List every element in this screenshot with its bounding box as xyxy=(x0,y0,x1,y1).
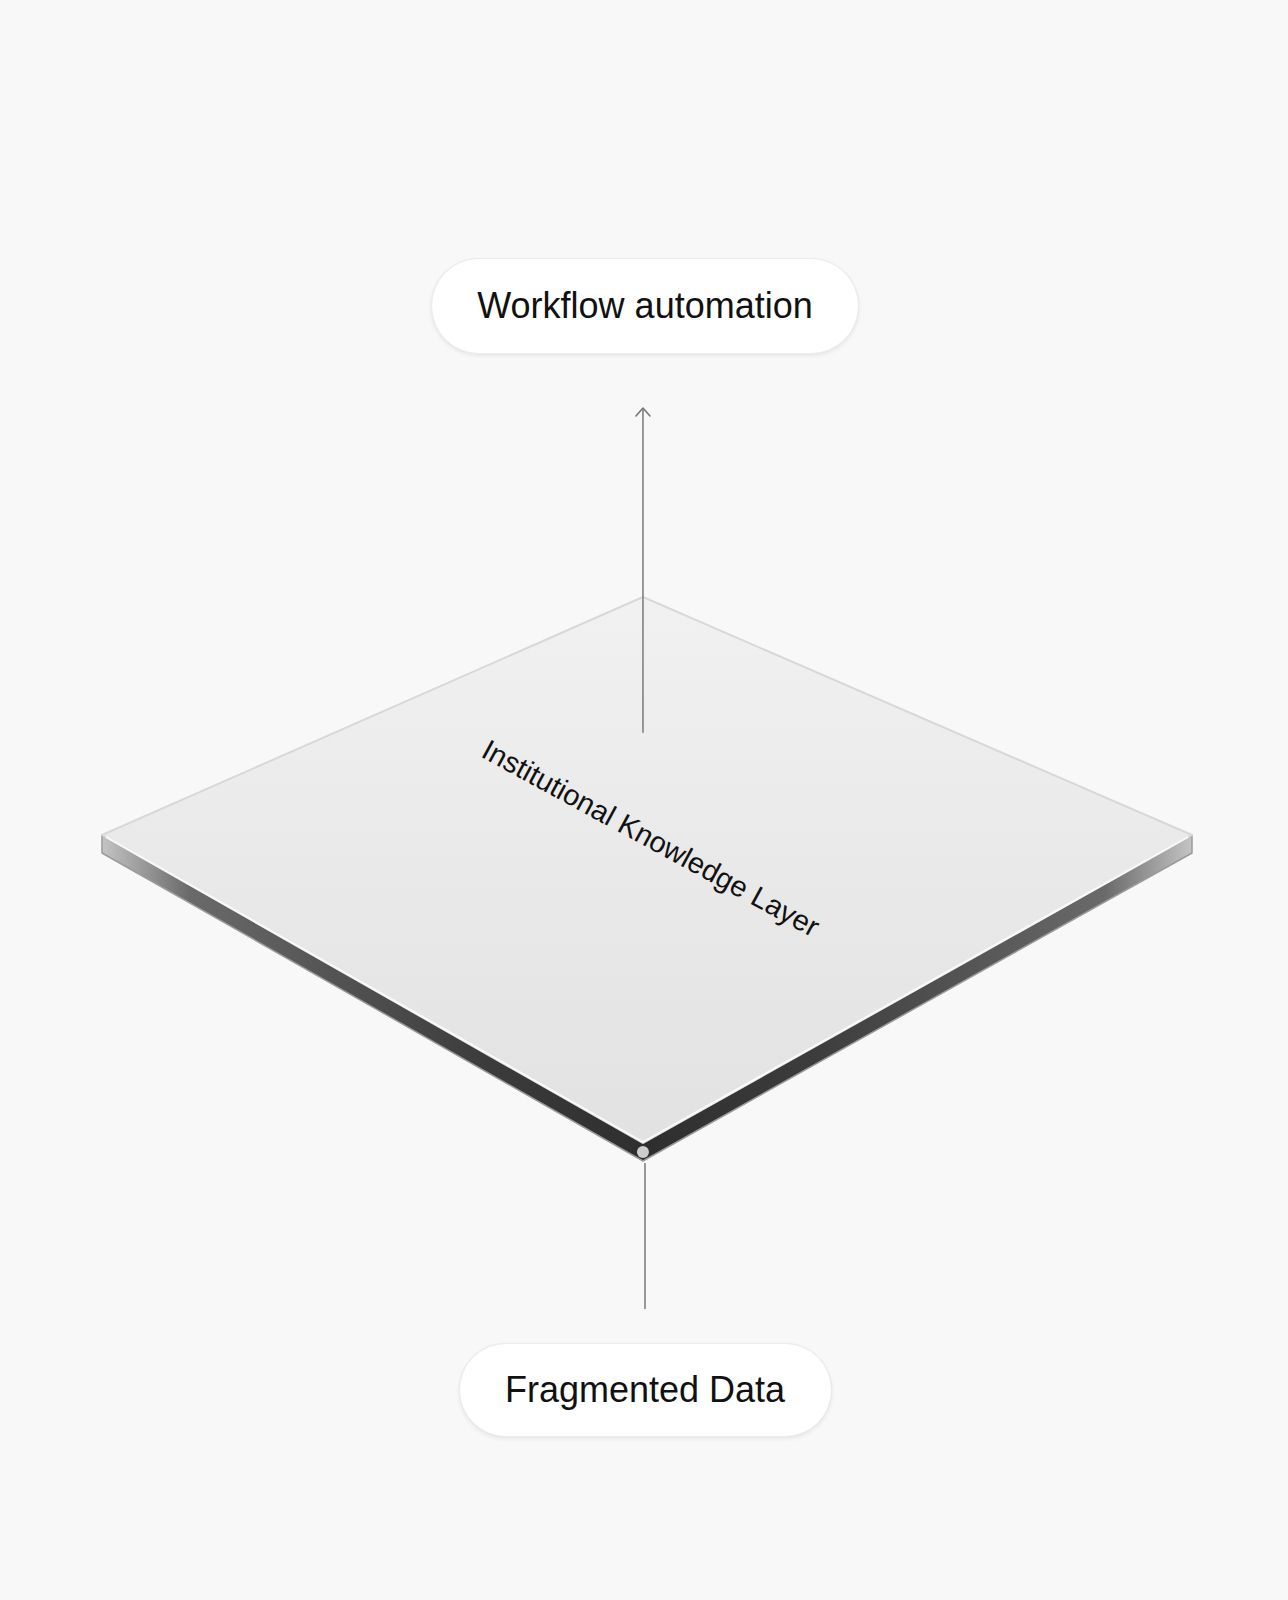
connector-line xyxy=(644,1163,646,1309)
slab-glint xyxy=(637,1146,649,1158)
slab-highlight xyxy=(106,837,1188,1142)
pill-label: Fragmented Data xyxy=(505,1370,785,1410)
slab-face xyxy=(102,597,1192,1143)
ghost-line xyxy=(641,954,644,1133)
connector-line xyxy=(642,408,644,733)
glass-slab-shape xyxy=(102,597,1192,1163)
knowledge-layer-slab: Institutional Knowledge Layer xyxy=(102,597,1192,1163)
pill-label: Workflow automation xyxy=(477,286,812,326)
label-pill: Workflow automation xyxy=(431,258,859,354)
label-pill: Fragmented Data xyxy=(459,1343,832,1437)
